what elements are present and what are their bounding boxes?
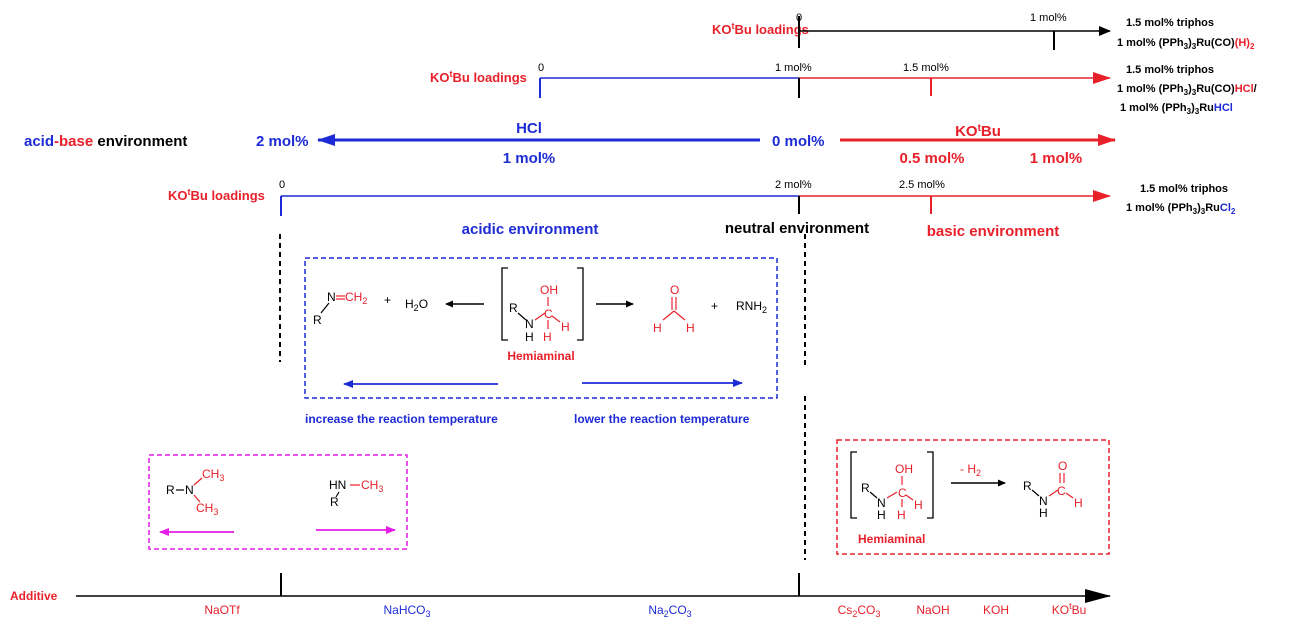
lower-temp-label: lower the reaction temperature [574,412,750,426]
svg-text:N: N [185,483,194,497]
imine-structure: N CH2 R [313,290,367,327]
svg-text:R: R [509,301,518,315]
env-axis: acid-base environment HCl 2 mol% 1 mol% … [24,120,1116,167]
additive-item: KOtBu [1052,601,1087,617]
svg-text:H: H [897,508,906,522]
svg-text:R: R [166,483,175,497]
additive-label: Additive [10,589,58,603]
increase-temp-label: increase the reaction temperature [305,412,498,426]
magenta-box-frame [148,454,408,550]
zero-mol: 0 mol% [772,133,825,150]
red-box: R N H OH C H H - H2 R N H O C H [836,439,1110,555]
scale3-catalyst-line1: 1.5 mol% triphos [1140,183,1228,195]
svg-text:CH3: CH3 [361,478,383,494]
additive-item: NaHCO3 [383,603,430,618]
kotbu-05mol: 0.5 mol% [899,150,964,167]
kotbu-label: KOtBu [955,123,1001,140]
formaldehyde-structure: O H H [653,283,695,335]
scale3-tick-start: 0 [279,179,285,191]
svg-text:H: H [914,498,923,512]
svg-text:C: C [898,486,907,500]
water-label: H2O [405,297,428,313]
svg-text:H: H [686,321,695,335]
hemiaminal-structure: R N H OH C H H [501,267,584,344]
svg-text:N: N [327,290,336,304]
additive-item: Na2CO3 [648,603,691,618]
neutral-env-label: neutral environment [725,220,869,237]
scale2-catalyst-line3: 1 mol% (PPh3)3RuHCl [1120,102,1233,116]
svg-text:R: R [330,495,339,509]
amine-label: RNH2 [736,299,767,315]
scale2: KOtBu loadings 0 1 mol% 1.5 mol% 1.5 mol… [430,62,1257,116]
magenta-box: R N CH3 CH3 HN CH3 R [148,454,408,550]
scale3-tick-mid: 2 mol% [775,179,812,191]
svg-text:N: N [877,496,886,510]
additive-items: NaOTf NaHCO3 Na2CO3 Cs2CO3 NaOH KOH KOtBu [204,601,1086,618]
svg-text:N: N [525,317,534,331]
minus-h2-label: - H2 [960,462,981,478]
red-hemiaminal-label: Hemiaminal [858,532,925,546]
svg-text:CH2: CH2 [345,290,367,306]
svg-text:H: H [543,330,552,344]
scale2-catalyst-line2: 1 mol% (PPh3)3Ru(CO)HCl/ [1117,83,1257,97]
scale2-tick-start: 0 [538,62,544,74]
scale3-catalyst-line2: 1 mol% (PPh3)3RuCl2 [1126,202,1236,216]
hcl-2mol: 2 mol% [256,133,309,150]
scale1-loadings-label: KOtBu loadings [712,21,809,37]
additive-item: NaOH [916,603,949,617]
scale3: KOtBu loadings 0 2 mol% 2.5 mol% 1.5 mol… [168,179,1236,216]
tertiary-amine-structure: R N CH3 CH3 [166,467,224,517]
red-box-frame [836,439,1110,555]
svg-text:H: H [877,508,886,522]
additive-axis: Additive NaOTf NaHCO3 Na2CO3 Cs2CO3 NaOH KOH K… [10,573,1111,618]
env-title: acid-base environment [24,133,187,150]
svg-text:CH3: CH3 [196,501,218,517]
svg-text:HN: HN [329,478,346,492]
svg-text:H: H [653,321,662,335]
svg-text:OH: OH [540,283,558,297]
acidic-env-label: acidic environment [462,221,599,238]
scale2-loadings-label: KOtBu loadings [430,69,527,85]
svg-text:CH3: CH3 [202,467,224,483]
svg-text:C: C [544,307,553,321]
svg-text:C: C [1057,484,1066,498]
formamide-structure: R N H O C H [1023,459,1083,520]
svg-text:H: H [1074,496,1083,510]
svg-text:N: N [1039,494,1048,508]
svg-text:O: O [1058,459,1067,473]
svg-text:R: R [861,481,870,495]
scale2-catalyst-line1: 1.5 mol% triphos [1126,64,1214,76]
scale2-tick-end: 1.5 mol% [903,62,949,74]
svg-text:H: H [561,320,570,334]
secondary-amine-structure: HN CH3 R [329,478,383,509]
additive-item: NaOTf [204,603,240,617]
hemiaminal-label: Hemiaminal [507,349,574,363]
hcl-label: HCl [516,120,542,137]
scale1: KOtBu loadings 0 1 mol% 1.5 mol% triphos… [712,12,1255,51]
red-hemiaminal-structure: R N H OH C H H [850,451,934,522]
svg-text:O: O [670,283,679,297]
svg-text:R: R [1023,479,1032,493]
blue-box: N CH2 R + H2O R N H OH C H H Hemiamina [304,257,778,399]
kotbu-1mol: 1 mol% [1030,150,1083,167]
svg-text:OH: OH [895,462,913,476]
svg-text:R: R [313,313,322,327]
scale3-tick-end: 2.5 mol% [899,179,945,191]
basic-env-label: basic environment [927,223,1060,240]
blue-box-frame [304,257,778,399]
additive-item: Cs2CO3 [838,603,881,618]
scale2-tick-mid: 1 mol% [775,62,812,74]
plus-sign-1: + [384,293,391,307]
svg-text:H: H [525,330,534,344]
additive-item: KOH [983,603,1009,617]
scale3-loadings-label: KOtBu loadings [168,187,265,203]
svg-text:H: H [1039,506,1048,520]
plus-sign-2: + [711,299,718,313]
scale1-tick-start: 0 [796,12,802,24]
scale1-tick-end: 1 mol% [1030,12,1067,24]
hcl-1mol: 1 mol% [503,150,556,167]
scale1-catalyst-line2: 1 mol% (PPh3)3Ru(CO)(H)2 [1117,37,1255,51]
scale1-catalyst-line1: 1.5 mol% triphos [1126,17,1214,29]
